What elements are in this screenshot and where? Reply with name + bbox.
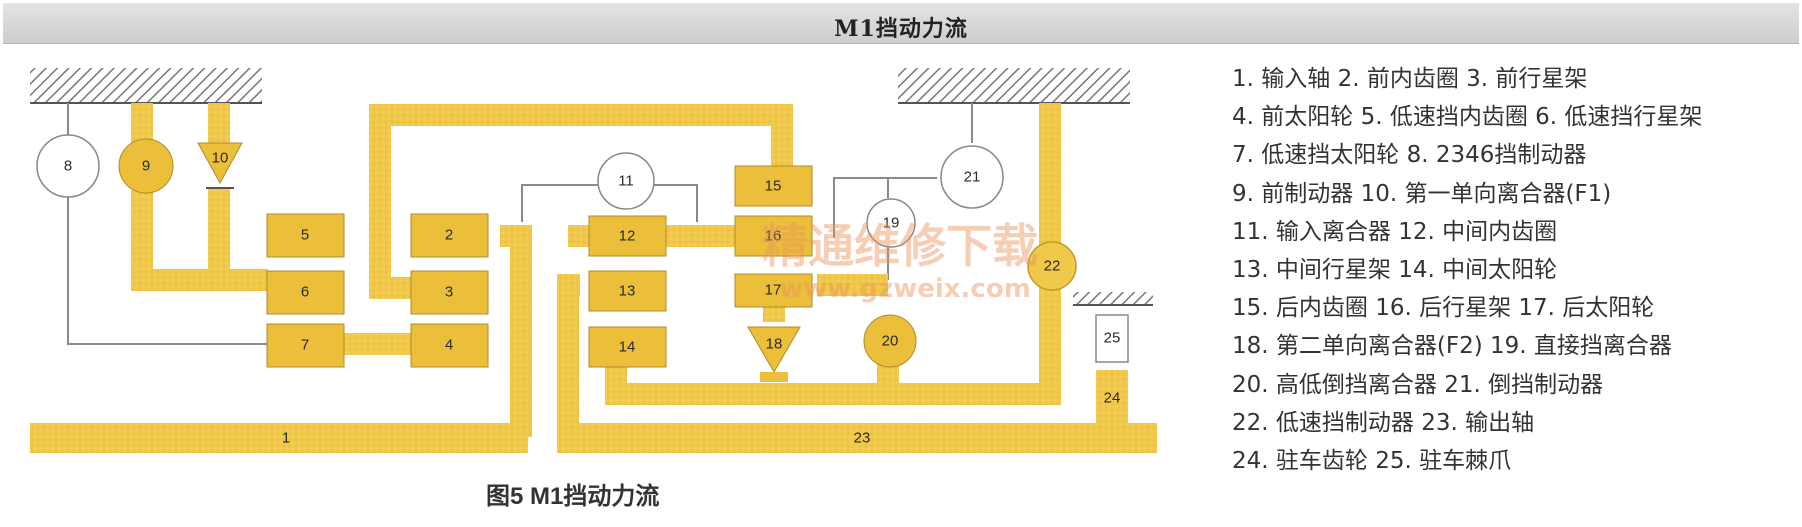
label-17: 17 bbox=[765, 282, 782, 299]
component-4 bbox=[410, 323, 489, 368]
label-11: 11 bbox=[618, 173, 634, 190]
legend-row: 15. 后内齿圈 16. 后行星架 17. 后太阳轮 bbox=[1232, 295, 1655, 322]
component-14 bbox=[588, 326, 667, 368]
component-5 bbox=[266, 213, 345, 258]
legend-row: 20. 高低倒挡离合器 21. 倒挡制动器 bbox=[1232, 371, 1604, 398]
watermark-url: www.gzweix.com bbox=[779, 274, 1031, 304]
component-15 bbox=[734, 165, 813, 207]
legend-row: 9. 前制动器 10. 第一单向离合器(F1) bbox=[1232, 180, 1612, 207]
power-flow-paths bbox=[131, 103, 1061, 437]
legend-row: 11. 输入离合器 12. 中间内齿圈 bbox=[1232, 218, 1558, 245]
label-23: 23 bbox=[854, 430, 871, 447]
component-22 bbox=[1027, 241, 1077, 291]
component-16 bbox=[734, 215, 813, 257]
label-4: 4 bbox=[445, 337, 453, 354]
component-blocks bbox=[266, 165, 813, 368]
component-11 bbox=[597, 152, 655, 210]
legend: 1. 输入轴 2. 前内齿圈 3. 前行星架 4. 前太阳轮 5. 低速挡内齿圈… bbox=[1232, 60, 1702, 480]
label-13: 13 bbox=[619, 283, 636, 300]
label-7: 7 bbox=[301, 337, 309, 354]
component-18 bbox=[747, 326, 801, 373]
component-6 bbox=[266, 270, 345, 315]
label-9: 9 bbox=[142, 158, 150, 175]
figure-caption: 图5 M1挡动力流 bbox=[486, 483, 660, 510]
parking-gear-bar bbox=[1096, 370, 1128, 423]
label-8: 8 bbox=[64, 158, 72, 175]
component-10 bbox=[197, 142, 243, 185]
housing-right bbox=[898, 68, 1130, 104]
label-12: 12 bbox=[619, 228, 636, 245]
page-title: M1挡动力流 bbox=[834, 16, 968, 42]
label-1: 1 bbox=[282, 430, 290, 447]
component-9 bbox=[118, 138, 174, 194]
legend-row: 1. 输入轴 2. 前内齿圈 3. 前行星架 bbox=[1232, 66, 1588, 92]
component-12 bbox=[588, 215, 667, 257]
housing-park bbox=[1073, 292, 1153, 306]
component-25 bbox=[1095, 314, 1129, 363]
component-3 bbox=[410, 270, 489, 315]
label-10: 10 bbox=[212, 150, 229, 167]
component-2 bbox=[410, 213, 489, 258]
label-25: 25 bbox=[1104, 330, 1121, 347]
thin-links bbox=[67, 103, 973, 345]
label-2: 2 bbox=[445, 227, 453, 244]
component-8 bbox=[36, 134, 100, 198]
component-13 bbox=[588, 270, 667, 312]
label-3: 3 bbox=[445, 284, 453, 301]
component-18-base bbox=[760, 372, 788, 382]
label-14: 14 bbox=[619, 339, 636, 356]
legend-row: 13. 中间行星架 14. 中间太阳轮 bbox=[1232, 256, 1558, 283]
legend-row: 24. 驻车齿轮 25. 驻车棘爪 bbox=[1232, 447, 1512, 474]
legend-row: 7. 低速挡太阳轮 8. 2346挡制动器 bbox=[1232, 142, 1587, 169]
component-17 bbox=[734, 273, 813, 308]
label-6: 6 bbox=[301, 284, 309, 301]
component-21 bbox=[940, 145, 1004, 209]
legend-row: 22. 低速挡制动器 23. 输出轴 bbox=[1232, 409, 1535, 436]
label-20: 20 bbox=[882, 333, 899, 350]
label-19: 19 bbox=[883, 215, 900, 232]
legend-row: 18. 第二单向离合器(F2) 19. 直接挡离合器 bbox=[1232, 333, 1672, 360]
component-20 bbox=[863, 314, 917, 368]
component-19 bbox=[866, 198, 916, 248]
component-7 bbox=[266, 323, 345, 368]
legend-row: 4. 前太阳轮 5. 低速挡内齿圈 6. 低速挡行星架 bbox=[1232, 104, 1703, 131]
label-21: 21 bbox=[964, 169, 981, 186]
label-18: 18 bbox=[766, 336, 783, 353]
title-bar: M1挡动力流 bbox=[3, 3, 1799, 44]
housing-left bbox=[30, 68, 262, 104]
watermark-text: 精通维修下载 bbox=[762, 219, 1038, 273]
label-5: 5 bbox=[301, 227, 309, 244]
label-16: 16 bbox=[765, 228, 782, 245]
label-22: 22 bbox=[1044, 258, 1061, 275]
shaft-23-bar bbox=[557, 423, 1157, 453]
shaft-1-bar bbox=[30, 423, 528, 453]
label-15: 15 bbox=[765, 178, 782, 195]
label-24: 24 bbox=[1104, 390, 1121, 407]
